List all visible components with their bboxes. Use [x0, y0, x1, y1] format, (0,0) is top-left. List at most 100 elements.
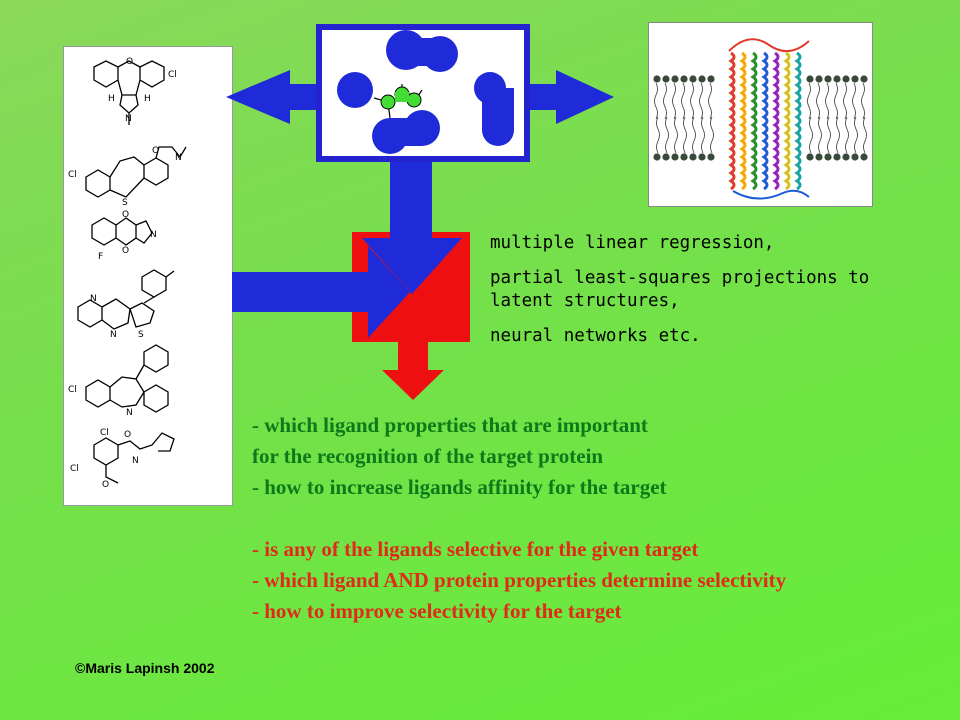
protein-loop [728, 38, 810, 52]
methods-list: multiple linear regression, partial leas… [490, 232, 900, 360]
lipid-tail [710, 116, 714, 154]
ligand-structure-3: O O N F [91, 210, 157, 262]
lipid-head [833, 75, 841, 83]
protein-helix [750, 51, 758, 191]
lipid-head [815, 153, 823, 161]
lipid-tail [665, 116, 669, 154]
lipid-tail [852, 82, 856, 120]
lipid-tail [863, 116, 867, 154]
selectivity-question: - which ligand AND protein properties de… [252, 568, 787, 592]
lipid-tail [690, 82, 694, 120]
protein-helix [739, 51, 747, 191]
lipid-head [851, 153, 859, 161]
lipid-head [860, 153, 868, 161]
lipid-tail [663, 82, 667, 120]
lipid-tail [672, 82, 676, 120]
ligand-structures-panel: O Cl H H N O N S Cl O O N F [63, 46, 233, 506]
left-arrow [226, 70, 318, 124]
model-box [316, 24, 530, 162]
lipid-tail [701, 116, 705, 154]
lipid-head [653, 153, 661, 161]
ligand-structure-4: N N S [77, 269, 175, 340]
svg-text:S: S [138, 330, 144, 340]
protein-membrane-panel [648, 22, 873, 207]
lipid-head [680, 75, 688, 83]
lipid-head [689, 153, 697, 161]
affinity-question: - how to increase ligands affinity for t… [252, 475, 667, 499]
ligand-structure-2: O N S Cl [68, 146, 187, 208]
protein-helix [794, 51, 802, 191]
selectivity-question: - how to improve selectivity for the tar… [252, 599, 622, 623]
svg-text:N: N [175, 153, 182, 163]
lipid-head [806, 153, 814, 161]
ligand-structure-6: Cl Cl O N O [70, 428, 175, 490]
lipid-tail [861, 82, 865, 120]
svg-text:O: O [102, 480, 109, 490]
lipid-tail [708, 82, 712, 120]
ligand-structures-drawing: O Cl H H N O N S Cl O O N F [68, 57, 187, 490]
method-item: neural networks etc. [490, 326, 701, 346]
svg-text:N: N [90, 294, 97, 304]
lipid-tail [654, 82, 658, 120]
molecular-field-model [337, 30, 514, 154]
lipid-head [851, 75, 859, 83]
right-arrow [528, 70, 614, 124]
lipid-head [653, 75, 661, 83]
lipid-tail [692, 116, 696, 154]
questions-block: - which ligand properties that are impor… [252, 410, 952, 627]
blob [390, 118, 422, 146]
blob [482, 88, 514, 130]
svg-text:Cl: Cl [70, 464, 79, 474]
lipid-tail [674, 116, 678, 154]
blue-bend-arrow [362, 162, 462, 294]
lipid-tail [656, 116, 660, 154]
svg-text:H: H [108, 94, 115, 104]
svg-text:Cl: Cl [68, 170, 77, 180]
lipid-head [824, 75, 832, 83]
lipid-head [698, 75, 706, 83]
lipid-tail [816, 82, 820, 120]
lipid-head [707, 153, 715, 161]
svg-text:H: H [144, 94, 151, 104]
lipid-head [842, 75, 850, 83]
lipid-head [671, 153, 679, 161]
svg-text:N: N [150, 230, 157, 240]
lipid-tail [825, 82, 829, 120]
spacer [252, 503, 952, 534]
svg-text:O: O [124, 430, 131, 440]
svg-text:N: N [126, 408, 133, 418]
lipid-tail [818, 116, 822, 154]
selectivity-question: - is any of the ligands selective for th… [252, 537, 699, 561]
lipid-tail [681, 82, 685, 120]
lipid-tail [854, 116, 858, 154]
protein-helix [728, 51, 736, 191]
lipid-tail [699, 82, 703, 120]
copyright-credit: ©Maris Lapinsh 2002 [75, 660, 215, 676]
affinity-question: for the recognition of the target protei… [252, 444, 604, 468]
lipid-tail [809, 116, 813, 154]
lipid-head [824, 153, 832, 161]
ligand-structure-1: O Cl H H N [93, 57, 177, 125]
red-down-arrow [382, 340, 444, 400]
svg-text:F: F [98, 252, 103, 262]
lipid-head [698, 153, 706, 161]
protein-helix [783, 51, 791, 191]
lipid-tail [827, 116, 831, 154]
lipid-tail [845, 116, 849, 154]
method-item: partial least-squares projections to lat… [490, 268, 870, 311]
lipid-tail [807, 82, 811, 120]
membrane-protein-illustration [653, 38, 868, 200]
protein-helix [772, 51, 780, 191]
protein-loop [732, 189, 810, 200]
svg-text:O: O [152, 146, 159, 156]
protein-helix [761, 51, 769, 191]
svg-text:Cl: Cl [168, 70, 177, 80]
svg-text:Cl: Cl [68, 385, 77, 395]
lipid-head [806, 75, 814, 83]
svg-text:N: N [110, 330, 117, 340]
blob [337, 72, 373, 108]
ligand-structure-5: Cl N [68, 344, 169, 418]
svg-text:O: O [126, 57, 133, 67]
lipid-head [860, 75, 868, 83]
